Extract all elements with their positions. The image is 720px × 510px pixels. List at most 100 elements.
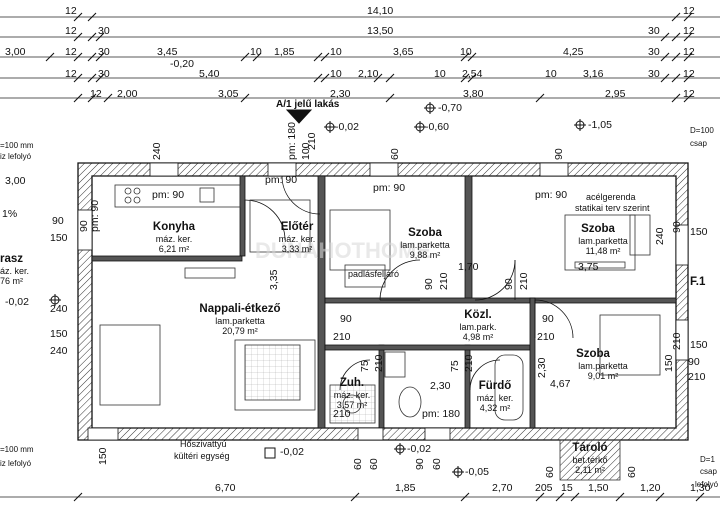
room-area: 11,48 m²	[586, 246, 621, 256]
door-label: 210	[333, 331, 351, 343]
door-label: 210	[518, 272, 530, 290]
dimension-tick	[683, 93, 693, 103]
window-label: 150	[663, 354, 675, 372]
dimension-tick	[671, 73, 681, 83]
room-name: Szoba	[581, 223, 615, 235]
dim-text: 150	[690, 226, 708, 238]
window-label: pm: 90	[89, 200, 101, 232]
level-label: -0,02	[5, 296, 29, 308]
window-label: 60	[368, 458, 380, 470]
dim-text: 2,10	[358, 68, 379, 80]
dimension-tick	[240, 93, 250, 103]
room-finish: máz. ker.	[334, 390, 371, 400]
room-labels: Konyha máz. ker. 6,21 m² Előtér máz. ker…	[153, 221, 628, 475]
dim-text: 205	[535, 482, 553, 494]
dimension-tick	[570, 492, 580, 502]
door-label: 210	[306, 132, 318, 150]
dimension-tick	[467, 52, 477, 62]
dimension-tick	[95, 73, 105, 83]
dim-text: 150	[50, 328, 68, 340]
dim-text: 3,65	[393, 46, 414, 58]
level-label: -0,02	[407, 443, 431, 455]
window-label: 150	[97, 447, 109, 465]
dimension-tick	[73, 32, 83, 42]
room-finish: lam.park.	[459, 322, 496, 332]
dim-text: =100 mm	[0, 445, 34, 454]
dimension-tick	[683, 73, 693, 83]
dim-text: 12	[65, 68, 77, 80]
dim-text: 10	[330, 46, 342, 58]
dimension-tick	[671, 32, 681, 42]
dim-text: 1,70	[458, 261, 479, 273]
dimension-tick	[313, 52, 323, 62]
dimension-tick	[350, 492, 360, 502]
furniture	[99, 184, 661, 481]
dimension-tick	[671, 52, 681, 62]
level-label: -0,60	[425, 121, 449, 133]
dim-text: 12	[683, 25, 695, 37]
dim-text: 90	[688, 356, 700, 368]
dim-text: 30	[648, 68, 660, 80]
dimension-tick	[373, 73, 383, 83]
room-finish: lam.parketta	[215, 316, 265, 326]
dimension-tick	[73, 52, 83, 62]
dim-text: 1,20	[640, 482, 661, 494]
door-label: 210	[373, 354, 385, 372]
dim-text: 2,54	[462, 68, 483, 80]
door-label: pm: 180	[286, 122, 298, 160]
door-label: 90	[340, 313, 352, 325]
dim-text: 150	[50, 232, 68, 244]
dimension-tick	[555, 492, 565, 502]
dim-text: 210	[688, 371, 706, 383]
terrace-area: 76 m²	[0, 276, 23, 286]
dim-text: iz lefolyó	[0, 459, 32, 468]
dim-text: 12	[90, 88, 102, 100]
window-label: 90	[414, 458, 426, 470]
dimension-tick	[73, 492, 83, 502]
dimension-tick	[320, 73, 330, 83]
window-label: 90	[671, 221, 683, 233]
dimension-tick	[655, 492, 665, 502]
door-label: 90	[423, 278, 435, 290]
dim-text: 4,25	[563, 46, 584, 58]
door-label: 210	[463, 354, 475, 372]
window-label: 60	[389, 148, 401, 160]
dimension-tick	[660, 73, 670, 83]
dim-text: 2,95	[605, 88, 626, 100]
dimension-tick	[460, 73, 470, 83]
structural-plan-note: statikai terv szerint	[575, 203, 650, 213]
room-name: Szoba	[408, 227, 442, 239]
dimension-tick	[240, 52, 250, 62]
dim-text: 150	[690, 339, 708, 351]
window-label: 60	[544, 466, 556, 478]
dimension-tick	[252, 52, 262, 62]
room-name: Nappali-étkező	[199, 303, 280, 315]
dimension-tick	[535, 492, 545, 502]
dim-text: 12	[683, 5, 695, 17]
room-area: 3,33 m²	[282, 244, 313, 254]
room-finish: máz. ker.	[156, 234, 193, 244]
dim-text: 30	[648, 25, 660, 37]
dim-text: 2,30	[330, 88, 351, 100]
dimension-lines	[0, 16, 720, 498]
dimension-tick	[73, 12, 83, 22]
room-finish: lam.parketta	[400, 240, 450, 250]
door-label: 210	[537, 331, 555, 343]
dim-text: 3,05	[218, 88, 239, 100]
dim-text: 14,10	[367, 5, 393, 17]
dimension-tick	[683, 52, 693, 62]
room-area: 9,88 m²	[410, 250, 441, 260]
dim-text: 240	[50, 345, 68, 357]
room-finish: bet.térkő	[572, 455, 607, 465]
room-area: 9,01 m²	[588, 371, 619, 381]
window-label: 60	[626, 466, 638, 478]
door-label: 210	[333, 408, 351, 420]
dim-text: 1,30	[690, 482, 711, 494]
dimension-tick	[313, 73, 323, 83]
terrace-finish: áz. ker.	[0, 266, 29, 276]
notes: padlásfeljáró acélgerenda statikai terv …	[0, 192, 706, 461]
dim-text: 1%	[2, 208, 17, 220]
dim-text: 30	[98, 68, 110, 80]
